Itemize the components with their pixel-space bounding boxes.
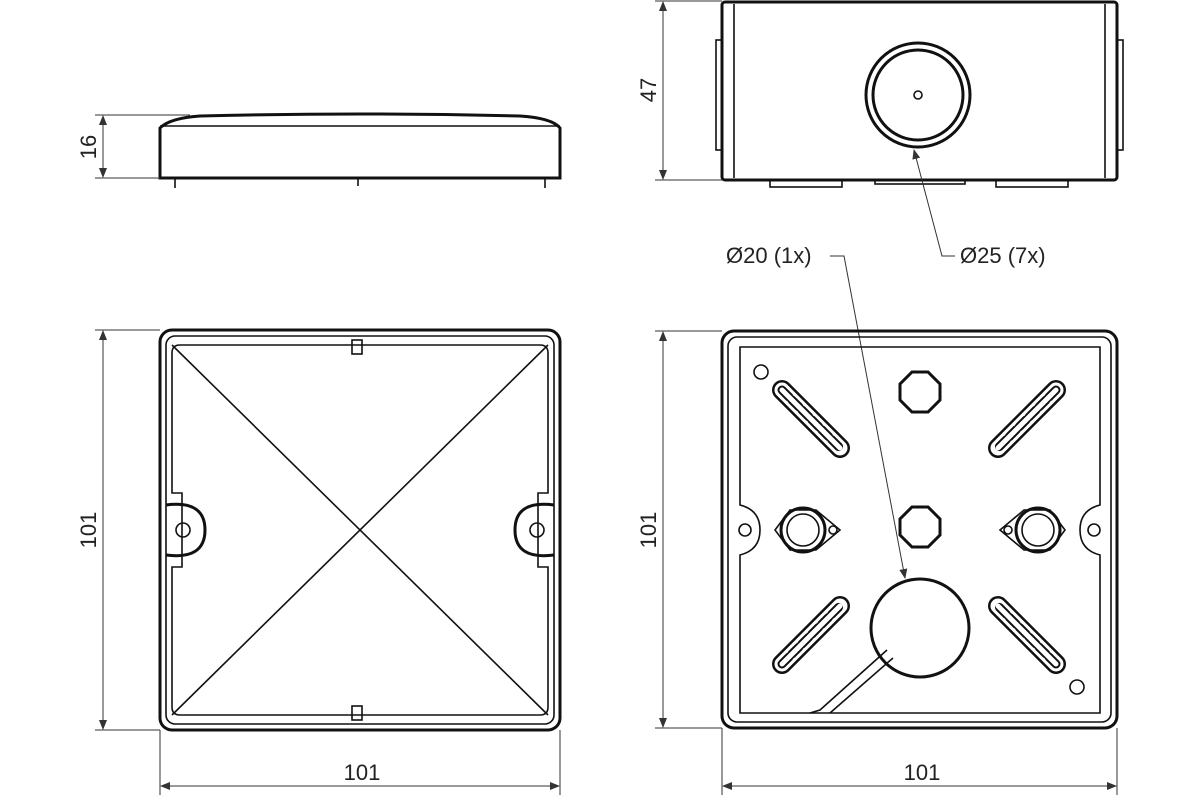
box-height-label: 47: [636, 78, 661, 102]
mounting-slots: [772, 380, 1066, 674]
box-top-view: [720, 329, 1119, 730]
knockout-20-top: [869, 577, 971, 679]
lid-top-view: [158, 328, 562, 732]
lid-width-label: 101: [344, 760, 381, 785]
box-depth-dimension: 101: [636, 330, 722, 729]
box-side-view: [715, 0, 1124, 188]
knockout-25-side: [864, 41, 972, 149]
lid-depth-dimension: 101: [76, 329, 160, 731]
large-knockout-label: Ø25 (7x): [960, 243, 1046, 268]
box-depth-label: 101: [636, 512, 661, 549]
lid-height-dimension: 16: [76, 114, 190, 179]
box-width-label: 101: [904, 760, 941, 785]
callout-large-knockout: Ø25 (7x): [912, 149, 1046, 268]
callout-small-knockout: Ø20 (1x): [726, 243, 908, 579]
small-knockout-label: Ø20 (1x): [726, 243, 812, 268]
octagon-knockout-top: [898, 370, 942, 414]
octagon-knockout-center: [898, 505, 942, 549]
box-height-dimension: 47: [636, 0, 722, 181]
grommet-right: [998, 506, 1066, 554]
lid-width-dimension: 101: [159, 730, 561, 795]
lid-depth-label: 101: [76, 512, 101, 549]
lid-height-label: 16: [76, 135, 101, 159]
grommet-left: [774, 506, 842, 554]
lid-side-view: [158, 112, 562, 188]
box-width-dimension: 101: [721, 728, 1118, 795]
